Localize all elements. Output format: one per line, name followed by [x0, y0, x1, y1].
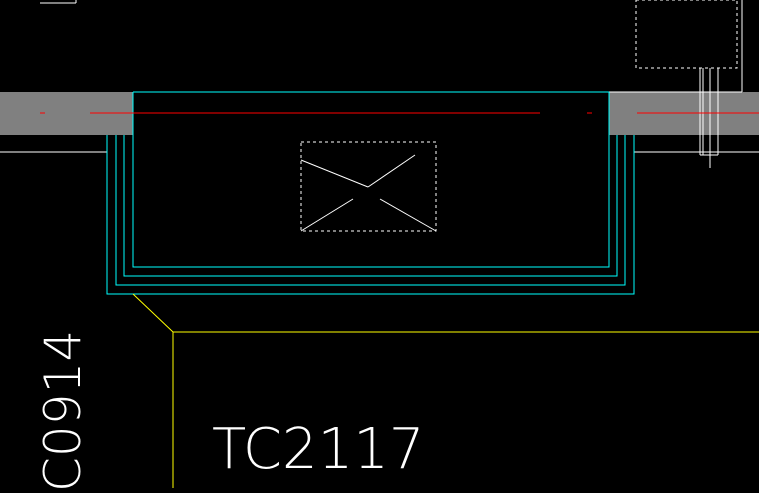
wall-right[interactable]	[609, 92, 759, 153]
equipment-symbol[interactable]	[300, 141, 437, 232]
window-frame[interactable]	[106, 91, 635, 295]
rotated-tag-label: C0914	[34, 330, 92, 488]
top-left-fragment	[40, 0, 77, 4]
wall-left[interactable]	[0, 92, 133, 153]
column-outline-right[interactable]	[608, 0, 743, 168]
window-tag-label: TC2117	[212, 417, 425, 482]
slab-edge[interactable]	[132, 293, 759, 488]
